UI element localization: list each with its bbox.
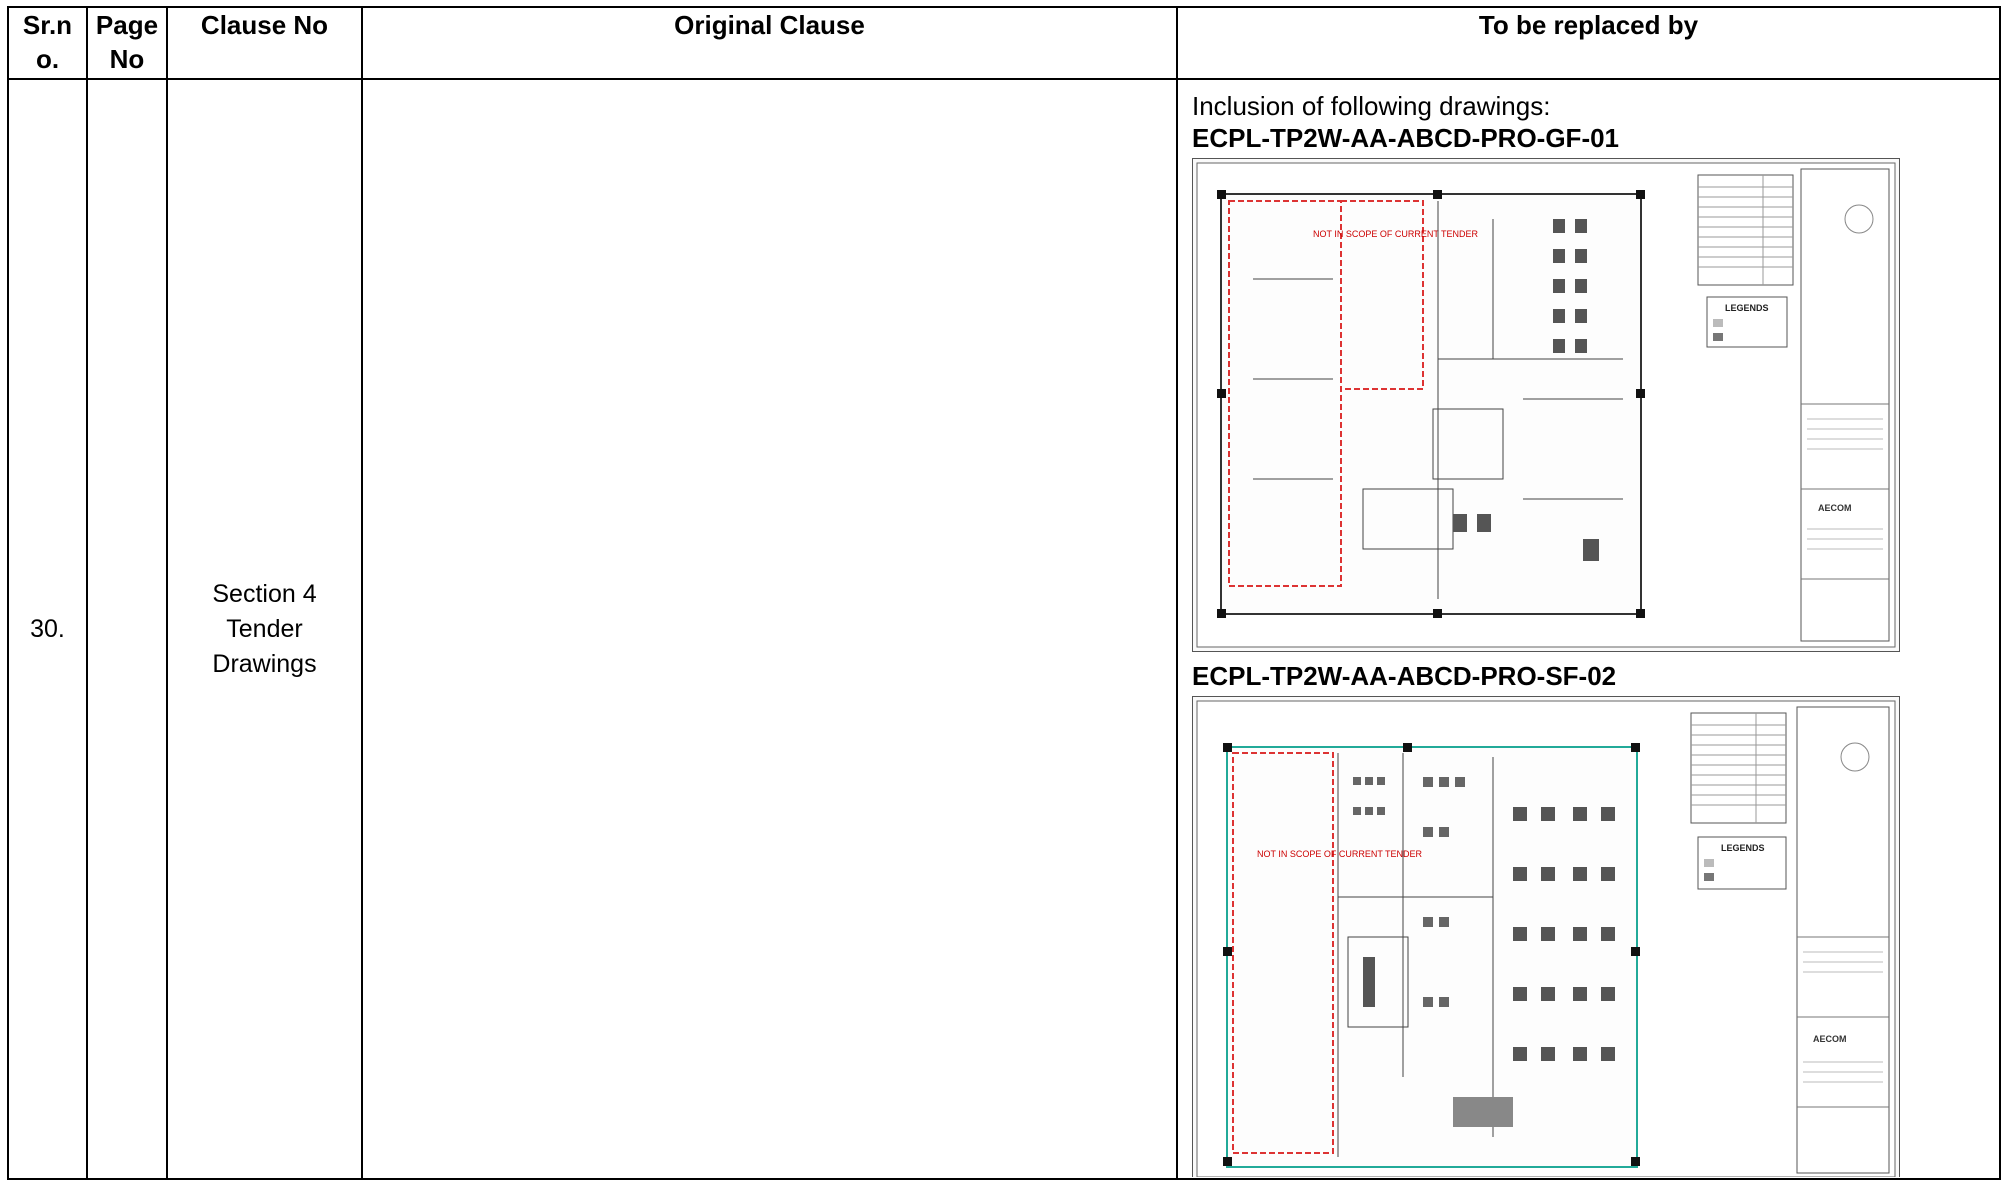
header-row: Sr.n o. Page No Clause No Original Claus… (7, 6, 2001, 80)
table-row: 30. Section 4 Tender Drawings Inclusion … (7, 78, 2001, 1180)
intro-text: Inclusion of following drawings: (1192, 91, 1551, 121)
header-sr-no: Sr.n o. (7, 6, 88, 80)
legend-title-gf-01: LEGENDS (1725, 303, 1769, 313)
header-original-clause: Original Clause (361, 6, 1178, 80)
cell-page-no (86, 78, 168, 1180)
scope-note-sf-02: NOT IN SCOPE OF CURRENT TENDER (1257, 849, 1423, 859)
legend-title-sf-02: LEGENDS (1721, 843, 1765, 853)
drawing-code-gf-01: ECPL-TP2W-AA-ABCD-PRO-GF-01 (1192, 123, 1620, 153)
cell-sr-no: 30. (7, 78, 88, 1180)
floor-plan-drawing-gf-01: NOT IN SCOPE OF CURRENT TENDER (1192, 158, 1900, 652)
cell-to-be-replaced-by: Inclusion of following drawings: ECPL-TP… (1176, 78, 2001, 1180)
scope-note-gf-01: NOT IN SCOPE OF CURRENT TENDER (1313, 229, 1479, 239)
drawing-code-sf-02: ECPL-TP2W-AA-ABCD-PRO-SF-02 (1192, 661, 1617, 691)
header-to-be-replaced-by: To be replaced by (1176, 6, 2001, 80)
change-table: Sr.n o. Page No Clause No Original Claus… (7, 6, 2001, 1180)
header-clause-no: Clause No (166, 6, 363, 80)
floor-plan-drawing-sf-02: NOT IN SCOPE OF CURRENT TENDER (1192, 696, 1900, 1177)
brand-gf-01: AECOM (1818, 503, 1852, 513)
cell-clause-no: Section 4 Tender Drawings (166, 78, 363, 1180)
cell-original-clause (361, 78, 1178, 1180)
brand-sf-02: AECOM (1813, 1034, 1847, 1044)
header-page-no: Page No (86, 6, 168, 80)
